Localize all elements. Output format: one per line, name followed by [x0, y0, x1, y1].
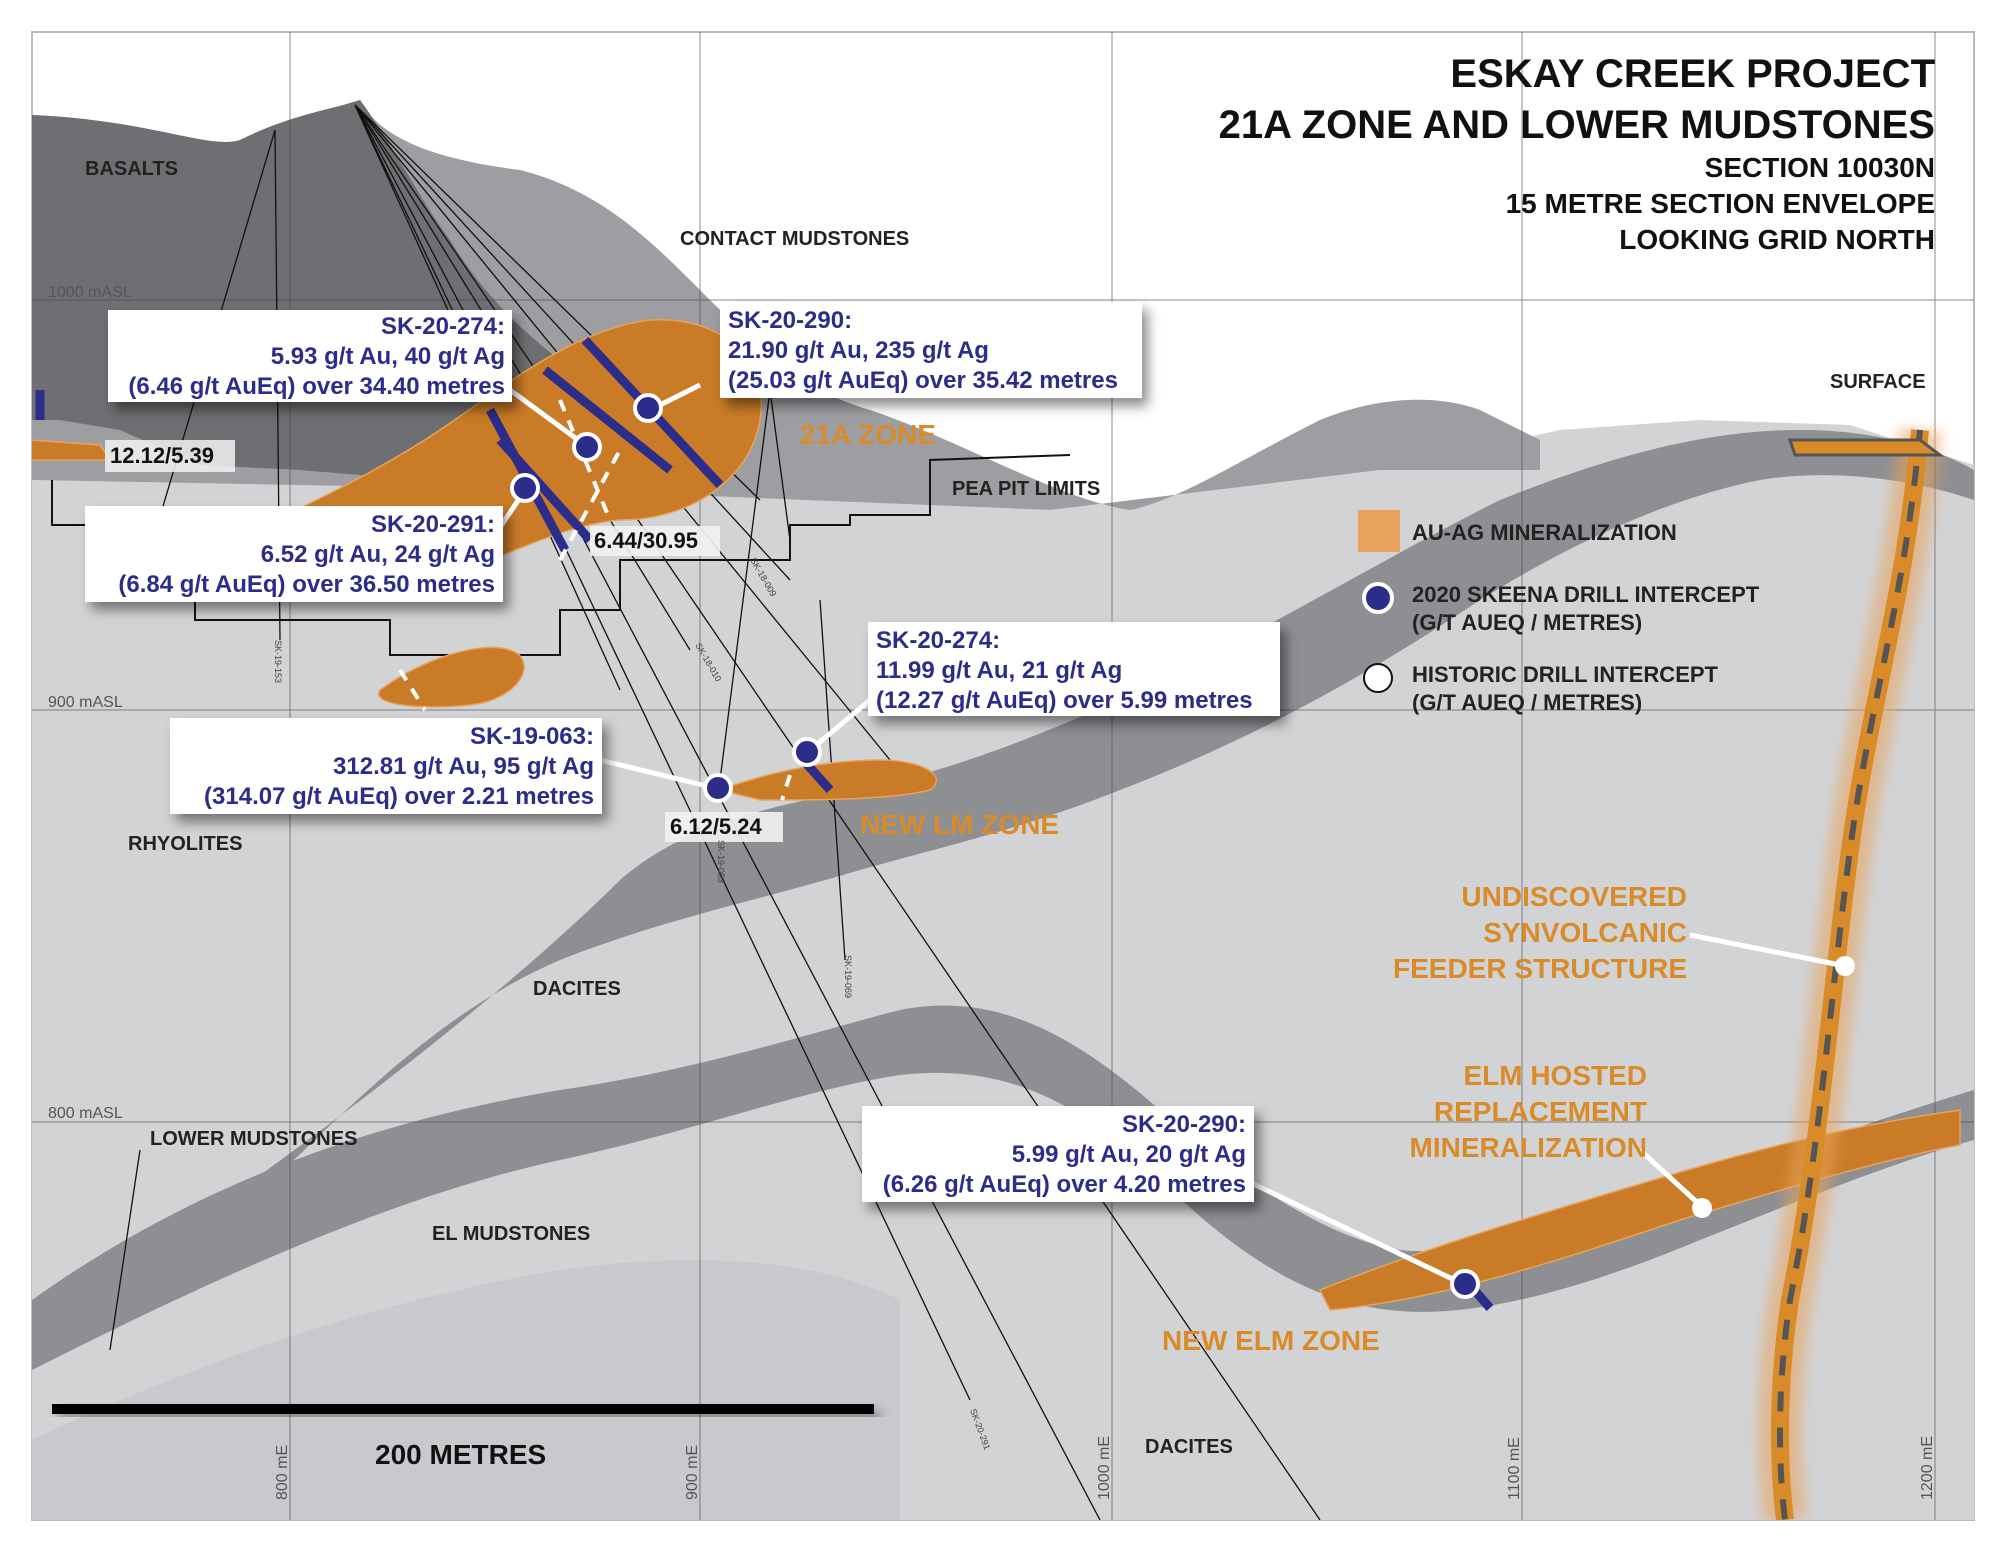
feeder-target-dot	[1835, 956, 1855, 976]
elev-label-1000: 1000 mASL	[48, 284, 132, 301]
legend-historic-label-1: HISTORIC DRILL INTERCEPT	[1412, 662, 1719, 687]
elev-label-800: 800 mASL	[48, 1105, 123, 1122]
svg-text:SK-20-290:: SK-20-290:	[1122, 1111, 1246, 1138]
easting-label-1000: 1000 mE	[1096, 1436, 1113, 1500]
unit-label-rhyolites: RHYOLITES	[128, 833, 242, 855]
svg-text:6.12/5.24: 6.12/5.24	[670, 814, 763, 839]
legend-skeena-label-1: 2020 SKEENA DRILL INTERCEPT	[1412, 582, 1760, 607]
unit-label-surface: SURFACE	[1830, 371, 1926, 393]
unit-label-basalts: BASALTS	[85, 158, 178, 180]
elev-label-900: 900 mASL	[48, 694, 123, 711]
scale-bar-line	[52, 1404, 874, 1414]
svg-text:SK-19-063: SK-19-063	[716, 840, 726, 883]
svg-text:ELM HOSTED: ELM HOSTED	[1463, 1060, 1647, 1091]
svg-text:(6.46 g/t AuEq) over 34.40 met: (6.46 g/t AuEq) over 34.40 metres	[128, 373, 505, 400]
svg-text:(6.84 g/t AuEq) over 36.50 met: (6.84 g/t AuEq) over 36.50 metres	[118, 571, 495, 598]
svg-text:MINERALIZATION: MINERALIZATION	[1410, 1132, 1647, 1163]
skeena-intercept-dot	[705, 775, 731, 801]
svg-text:5.93 g/t Au, 40 g/t Ag: 5.93 g/t Au, 40 g/t Ag	[271, 343, 505, 370]
title-line-1: ESKAY CREEK PROJECT	[1450, 52, 1935, 96]
historic-label-2: 6.44/30.95	[590, 526, 720, 556]
svg-text:(6.26 g/t AuEq) over 4.20 metr: (6.26 g/t AuEq) over 4.20 metres	[883, 1171, 1246, 1198]
scale-bar-label: 200 METRES	[375, 1439, 546, 1470]
legend-historic-symbol	[1364, 664, 1392, 692]
svg-text:12.12/5.39: 12.12/5.39	[110, 443, 214, 468]
svg-text:SK-19-069: SK-19-069	[843, 955, 853, 998]
unit-label-dacites-1: DACITES	[533, 978, 621, 1000]
callout-sk-20-274-lower: SK-20-274: 11.99 g/t Au, 21 g/t Ag (12.2…	[868, 622, 1280, 716]
svg-text:21.90 g/t Au, 235 g/t Ag: 21.90 g/t Au, 235 g/t Ag	[728, 337, 989, 364]
title-line-4: 15 METRE SECTION ENVELOPE	[1506, 188, 1935, 219]
zone-label-new-elm: NEW ELM ZONE	[1162, 1325, 1380, 1356]
svg-text:SYNVOLCANIC: SYNVOLCANIC	[1483, 917, 1687, 948]
svg-text:(314.07 g/t AuEq) over 2.21 me: (314.07 g/t AuEq) over 2.21 metres	[204, 783, 594, 810]
easting-label-1100: 1100 mE	[1506, 1437, 1523, 1500]
legend-historic-label-2: (G/T AUEQ / METRES)	[1412, 690, 1642, 715]
svg-text:5.99 g/t Au, 20 g/t Ag: 5.99 g/t Au, 20 g/t Ag	[1012, 1141, 1246, 1168]
svg-text:SK-20-274:: SK-20-274:	[876, 627, 1000, 654]
svg-text:6.44/30.95: 6.44/30.95	[594, 528, 698, 553]
easting-label-900: 900 mE	[684, 1445, 701, 1500]
svg-text:(12.27 g/t AuEq) over 5.99 met: (12.27 g/t AuEq) over 5.99 metres	[876, 687, 1253, 714]
unit-label-dacites-2: DACITES	[1145, 1436, 1233, 1458]
svg-text:FEEDER STRUCTURE: FEEDER STRUCTURE	[1393, 953, 1687, 984]
svg-text:11.99 g/t Au, 21 g/t Ag: 11.99 g/t Au, 21 g/t Ag	[876, 657, 1122, 684]
unit-label-contact-mudstones: CONTACT MUDSTONES	[680, 228, 909, 250]
unit-label-pea-pit: PEA PIT LIMITS	[952, 478, 1100, 500]
skeena-intercept-dot	[635, 395, 661, 421]
svg-text:SK-20-291:: SK-20-291:	[371, 511, 495, 538]
title-line-2: 21A ZONE AND LOWER MUDSTONES	[1219, 103, 1935, 147]
unit-label-el-mudstones: EL MUDSTONES	[432, 1223, 590, 1245]
historic-label-3: 6.12/5.24	[665, 812, 783, 842]
svg-text:6.52 g/t Au, 24 g/t Ag: 6.52 g/t Au, 24 g/t Ag	[261, 541, 495, 568]
zone-label-new-lm: NEW LM ZONE	[860, 809, 1059, 840]
historic-label-1: 12.12/5.39	[105, 440, 235, 472]
skeena-intercept-dot	[1452, 1271, 1478, 1297]
title-line-3: SECTION 10030N	[1705, 152, 1935, 183]
skeena-intercept-dot	[574, 434, 600, 460]
svg-text:SK-19-153: SK-19-153	[273, 640, 283, 683]
legend-skeena-symbol	[1364, 584, 1392, 612]
callout-sk-20-274-upper: SK-20-274: 5.93 g/t Au, 40 g/t Ag (6.46 …	[108, 310, 512, 402]
legend-skeena-label-2: (G/T AUEQ / METRES)	[1412, 610, 1642, 635]
callout-sk-20-290-lower: SK-20-290: 5.99 g/t Au, 20 g/t Ag (6.26 …	[862, 1106, 1254, 1202]
svg-text:REPLACEMENT: REPLACEMENT	[1434, 1096, 1647, 1127]
svg-text:SK-20-290:: SK-20-290:	[728, 307, 852, 334]
svg-text:UNDISCOVERED: UNDISCOVERED	[1461, 881, 1687, 912]
title-line-5: LOOKING GRID NORTH	[1619, 224, 1935, 255]
callout-sk-19-063: SK-19-063: 312.81 g/t Au, 95 g/t Ag (314…	[170, 718, 602, 814]
easting-label-800: 800 mE	[274, 1445, 291, 1500]
svg-text:SK-19-063:: SK-19-063:	[470, 723, 594, 750]
svg-text:312.81 g/t Au, 95 g/t Ag: 312.81 g/t Au, 95 g/t Ag	[333, 753, 594, 780]
callout-sk-20-290-upper: SK-20-290: 21.90 g/t Au, 235 g/t Ag (25.…	[720, 302, 1142, 398]
skeena-intercept-dot	[794, 739, 820, 765]
skeena-intercept-dot	[512, 475, 538, 501]
svg-text:SK-20-274:: SK-20-274:	[381, 313, 505, 340]
legend-mineralization-swatch	[1358, 510, 1400, 552]
unit-label-lower-mudstones: LOWER MUDSTONES	[150, 1128, 357, 1150]
callout-sk-20-291: SK-20-291: 6.52 g/t Au, 24 g/t Ag (6.84 …	[85, 506, 503, 602]
zone-label-21a: 21A ZONE	[800, 419, 936, 450]
svg-text:(25.03 g/t AuEq) over 35.42 me: (25.03 g/t AuEq) over 35.42 metres	[728, 367, 1118, 394]
elm-target-dot	[1692, 1198, 1712, 1218]
legend-mineralization-label: AU-AG MINERALIZATION	[1412, 520, 1677, 545]
easting-label-1200: 1200 mE	[1919, 1436, 1936, 1500]
